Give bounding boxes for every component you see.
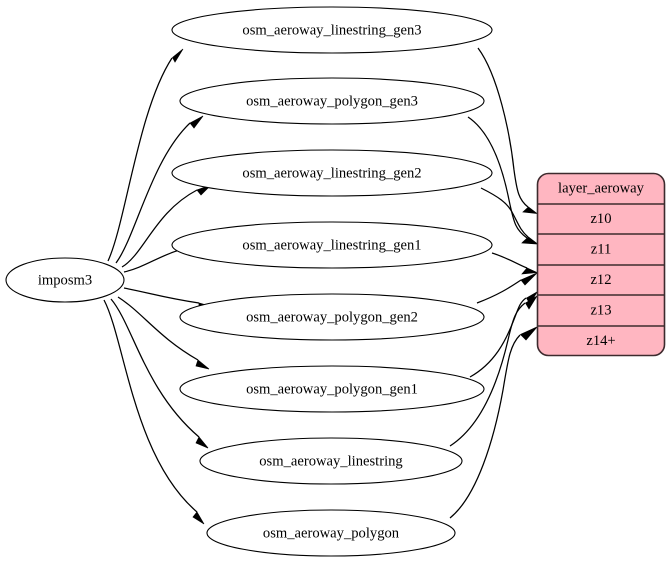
- node-ellipse[interactable]: [179, 365, 485, 413]
- node-label: osm_aeroway_linestring_gen2: [242, 165, 421, 181]
- node-osm-aeroway-polygon-gen1[interactable]: osm_aeroway_polygon_gen1: [179, 365, 485, 413]
- node-osm-aeroway-polygon-gen3[interactable]: osm_aeroway_polygon_gen3: [179, 77, 485, 125]
- table-row-z11[interactable]: z11: [591, 241, 612, 257]
- table-border: [536, 172, 666, 357]
- node-label: osm_aeroway_polygon: [263, 525, 400, 541]
- node-ellipse[interactable]: [179, 77, 485, 125]
- node-osm-aeroway-linestring[interactable]: osm_aeroway_linestring: [199, 437, 463, 485]
- node-osm-aeroway-polygon-gen2[interactable]: osm_aeroway_polygon_gen2: [179, 293, 485, 341]
- edge-linestring-gen1-to-z12: [491, 252, 539, 275]
- node-ellipse[interactable]: [171, 6, 493, 54]
- node-label: osm_aeroway_polygon_gen2: [246, 309, 418, 325]
- node-label: osm_aeroway_polygon_gen3: [246, 93, 418, 109]
- table-row-z12[interactable]: z12: [590, 272, 611, 288]
- node-ellipse[interactable]: [171, 149, 493, 197]
- node-label: osm_aeroway_linestring: [259, 453, 403, 469]
- node-ellipse[interactable]: [179, 293, 485, 341]
- node-imposm3-ellipse[interactable]: [5, 257, 125, 303]
- node-imposm3-label: imposm3: [38, 272, 92, 288]
- table-row-z13[interactable]: z13: [590, 302, 611, 318]
- edge-linestring-gen3-to-z10: [477, 47, 539, 214]
- edge-imposm3-to-polygon: [103, 299, 205, 525]
- node-osm-aeroway-linestring-gen2[interactable]: osm_aeroway_linestring_gen2: [171, 149, 493, 197]
- node-ellipse[interactable]: [206, 509, 456, 557]
- edge-imposm3-to-linestring-gen3: [107, 48, 184, 262]
- edge-linestring-gen2-to-z11: [480, 187, 539, 244]
- table-row-z10[interactable]: z10: [590, 211, 611, 227]
- edge-linestring-to-z13: [449, 295, 538, 447]
- table-row-z14plus[interactable]: z14+: [586, 333, 615, 349]
- edge-polygon-gen2-to-z12: [476, 272, 538, 304]
- edge-imposm3-to-polygon-gen3: [115, 115, 204, 264]
- edge-polygon-to-z14: [449, 326, 538, 519]
- edge-imposm3-to-linestring: [110, 298, 209, 449]
- node-label: osm_aeroway_linestring_gen1: [242, 237, 421, 253]
- node-ellipse[interactable]: [171, 221, 493, 269]
- edge-group-nodes-to-table: [449, 47, 539, 519]
- node-layer-aeroway-table[interactable]: layer_aeroway z10 z11 z12 z13 z14+: [536, 172, 666, 357]
- edge-imposm3-to-polygon-gen1: [117, 296, 210, 370]
- node-osm-aeroway-linestring-gen3[interactable]: osm_aeroway_linestring_gen3: [171, 6, 493, 54]
- node-label: osm_aeroway_linestring_gen3: [242, 22, 421, 38]
- node-osm-aeroway-polygon[interactable]: osm_aeroway_polygon: [206, 509, 456, 557]
- node-ellipse[interactable]: [199, 437, 463, 485]
- node-imposm3[interactable]: imposm3: [5, 257, 125, 303]
- node-osm-aeroway-linestring-gen1[interactable]: osm_aeroway_linestring_gen1: [171, 221, 493, 269]
- node-label: osm_aeroway_polygon_gen1: [246, 381, 418, 397]
- table-header-label: layer_aeroway: [558, 180, 645, 196]
